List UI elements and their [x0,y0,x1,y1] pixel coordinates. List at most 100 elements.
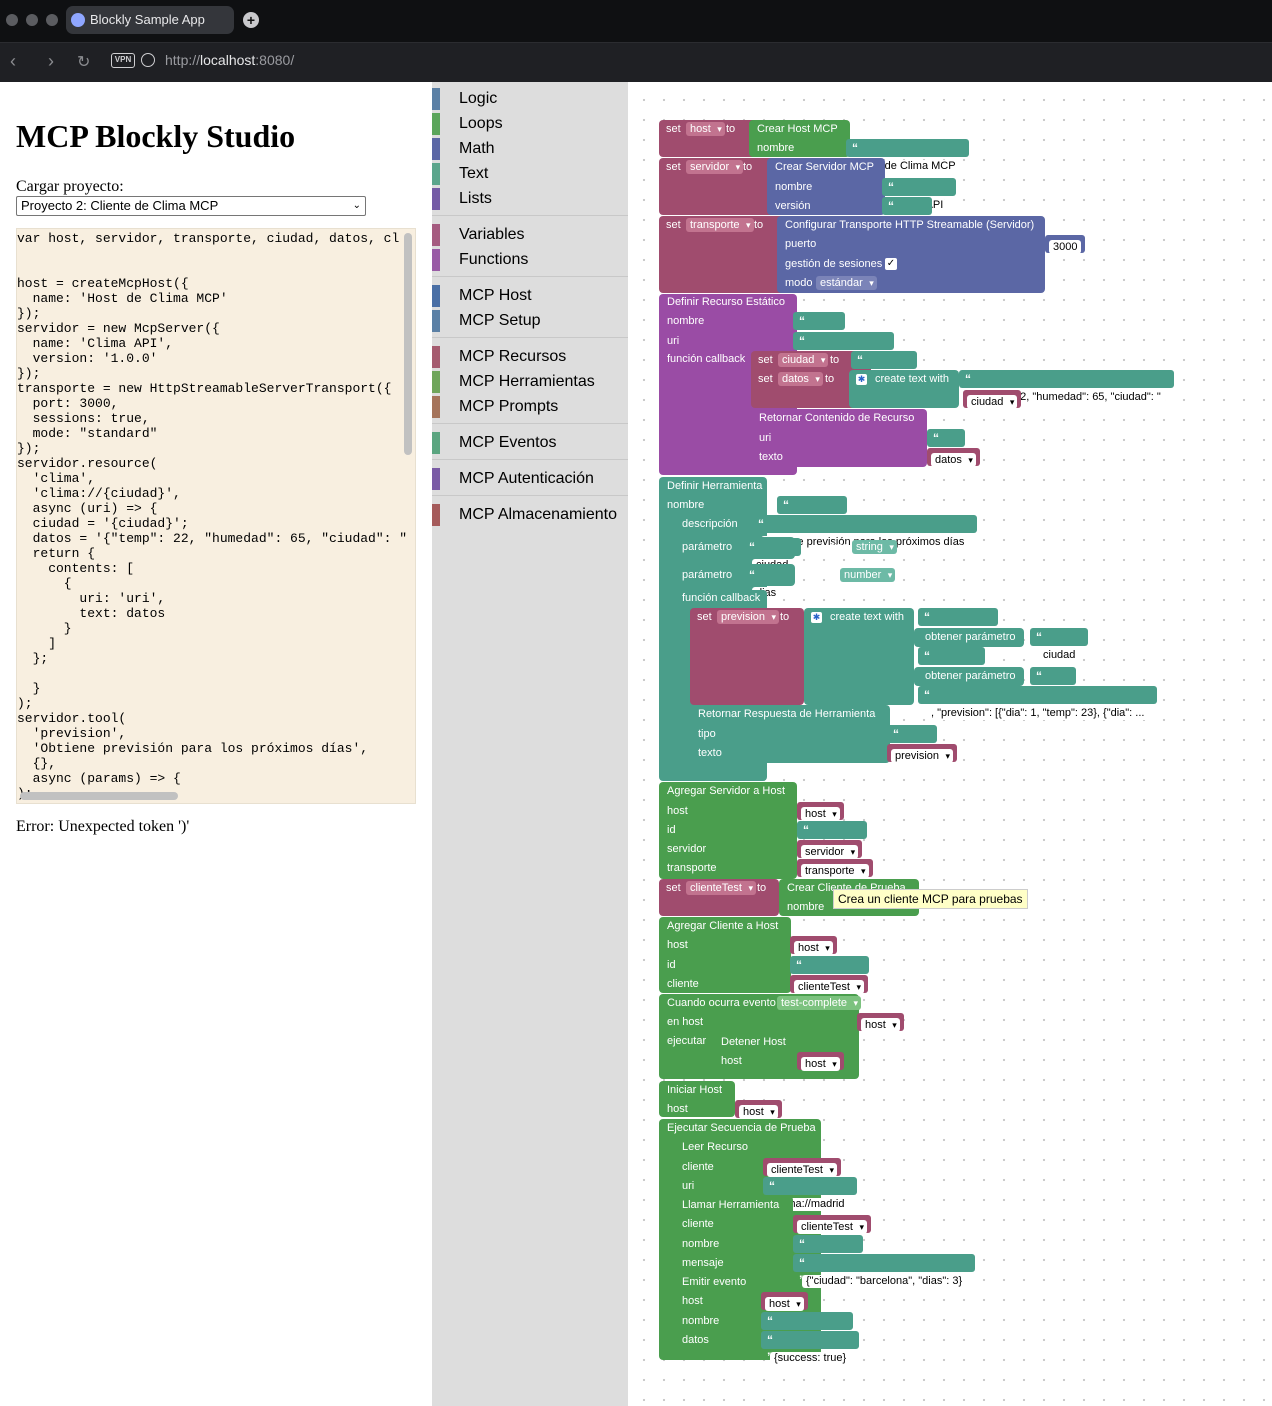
port-field[interactable]: 3000 [1049,240,1082,254]
string-dropdown[interactable]: string [852,540,897,554]
variable-dropdown[interactable]: ciudad [967,395,1018,409]
crear-servidor-block[interactable] [767,158,885,215]
server-name-text[interactable]: “Clima API” [882,178,957,230]
new-tab-button[interactable]: + [243,12,259,28]
prevision-name-text[interactable]: “prevision” [793,1235,864,1287]
tool-desc-text[interactable]: “Obtiene previsión para los próximos día… [752,515,978,567]
retornar-recurso-block[interactable] [751,409,927,467]
variable-dropdown[interactable]: host [801,807,840,821]
param-ciudad-text[interactable]: “ciudad” [743,538,802,590]
uri-text[interactable]: “uri” [927,429,966,481]
toolbox-category-14[interactable]: MCP Almacenamiento [432,504,617,526]
datos-text[interactable]: “{"temp": 22, "humedad": 65, "ciudad": "… [959,370,1174,422]
reload-icon[interactable]: ↻ [77,54,91,71]
close-window-icon[interactable] [6,14,18,26]
cliente-getter[interactable]: clienteTest [763,1158,841,1177]
variable-dropdown[interactable]: clienteTest [797,1220,867,1234]
dias-param-text[interactable]: “dias” [1030,667,1077,719]
agregar-cliente-block[interactable] [659,917,791,993]
variable-dropdown[interactable]: host [794,941,833,955]
set-prevision-block[interactable] [690,608,804,705]
browser-tab[interactable]: Blockly Sample App [66,6,234,34]
variable-dropdown[interactable]: clienteTest [767,1163,837,1177]
retornar-herramienta-block[interactable] [690,705,890,763]
code-output[interactable]: var host, servidor, transporte, ciudad, … [16,228,416,804]
prevision-key-text[interactable]: “, "prevision": [{"dia": 1, "temp": 23},… [918,686,1158,738]
cliente-getter[interactable]: clienteTest [793,1215,871,1234]
detener-host-block[interactable] [713,1033,797,1071]
toolbox-category-7[interactable]: MCP Host [432,285,532,307]
text-field[interactable]: ciudad [1039,649,1080,662]
version-text[interactable]: “1.0.0” [882,197,933,249]
toolbox-category-9[interactable]: MCP Recursos [432,346,566,368]
site-info-icon[interactable] [141,53,155,67]
toolbox-category-3[interactable]: Text [432,163,488,185]
event-name-text[interactable]: “test-complete” [761,1312,854,1364]
texto-text[interactable]: “texto” [887,725,937,777]
text-field[interactable]: {"ciudad": "barcelona", "dias": 3} [802,1275,967,1288]
toolbox-category-10[interactable]: MCP Herramientas [432,371,595,393]
code-horizontal-scrollbar[interactable] [20,792,178,800]
back-icon[interactable]: ‹ [10,51,16,71]
toolbox-category-11[interactable]: MCP Prompts [432,396,558,418]
obtener-param-block-2[interactable] [914,667,1024,686]
tool-name-text[interactable]: “prevision” [777,496,848,548]
obtener-param-block[interactable] [914,628,1024,647]
variable-dropdown[interactable]: prevision [891,749,954,763]
ciudad-text[interactable]: “{ciudad}” [851,351,917,403]
event-dropdown[interactable]: test-complete [777,996,862,1010]
toolbox-category-12[interactable]: MCP Eventos [432,432,557,454]
host-var-dropdown[interactable]: host [686,122,725,136]
code-vertical-scrollbar[interactable] [404,233,412,455]
dias-key-text[interactable]: “", "dias": ” [918,647,986,699]
servidor-var-dropdown[interactable]: servidor [686,160,744,174]
vpn-icon[interactable]: VPN [111,53,135,68]
variable-dropdown[interactable]: clienteTest [794,980,864,994]
create-text-block-2[interactable] [804,608,914,705]
toolbox-category-8[interactable]: MCP Setup [432,310,541,332]
host-getter[interactable]: host [797,1052,844,1071]
url-field[interactable]: http://localhost:8080/ [165,52,294,68]
cliente-getter[interactable]: clienteTest [790,975,868,994]
variable-dropdown[interactable]: transporte [801,864,869,878]
maximize-window-icon[interactable] [46,14,58,26]
variable-dropdown[interactable]: servidor [801,845,859,859]
text-field[interactable]: {success: true} [770,1352,851,1365]
gear-icon[interactable]: ✱ [811,612,822,623]
toolbox-category-13[interactable]: MCP Autenticación [432,468,594,490]
emitir-evento-block[interactable] [675,1273,761,1350]
prevision-getter[interactable]: prevision [887,744,958,763]
ciudad-getter[interactable]: ciudad [963,390,1022,409]
toolbox-category-1[interactable]: Loops [432,113,503,135]
llamar-herramienta-block[interactable] [675,1196,793,1273]
variable-dropdown[interactable]: host [739,1105,778,1119]
leer-recurso-block[interactable] [675,1138,763,1196]
host-getter[interactable]: host [735,1100,782,1119]
variable-dropdown[interactable]: datos [931,453,976,467]
server-id-text[interactable]: “clima-api” [797,821,868,873]
port-number[interactable]: 3000 [1045,235,1086,254]
descripcion-block[interactable] [675,514,755,534]
prevision-var-dropdown[interactable]: prevision [717,610,780,624]
datos-getter[interactable]: datos [927,448,980,467]
servidor-getter[interactable]: servidor [797,840,863,859]
ciudad-param-text[interactable]: “ciudad” [1030,628,1089,680]
toolbox-category-6[interactable]: Functions [432,249,528,271]
barcelona-msg-text[interactable]: “{"ciudad": "barcelona", "dias": 3}” [793,1254,976,1306]
create-text-block[interactable] [849,370,959,408]
ciudad-var-dropdown[interactable]: ciudad [778,353,829,367]
variable-dropdown[interactable]: host [765,1297,804,1311]
res-name-text[interactable]: “clima” [793,312,845,364]
host-getter[interactable]: host [790,936,837,955]
param-dias-text[interactable]: “dias” [743,566,790,618]
cliente-var-dropdown[interactable]: clienteTest [686,881,756,895]
forward-icon[interactable]: › [48,51,54,71]
toolbox-category-0[interactable]: Logic [432,88,497,110]
agregar-servidor-block[interactable] [659,782,797,879]
host-getter[interactable]: host [857,1013,904,1032]
variable-dropdown[interactable]: host [861,1018,900,1032]
number-dropdown[interactable]: number [840,568,896,582]
host-getter[interactable]: host [797,802,844,821]
client-id-text[interactable]: “cliente-test” [790,956,870,1008]
